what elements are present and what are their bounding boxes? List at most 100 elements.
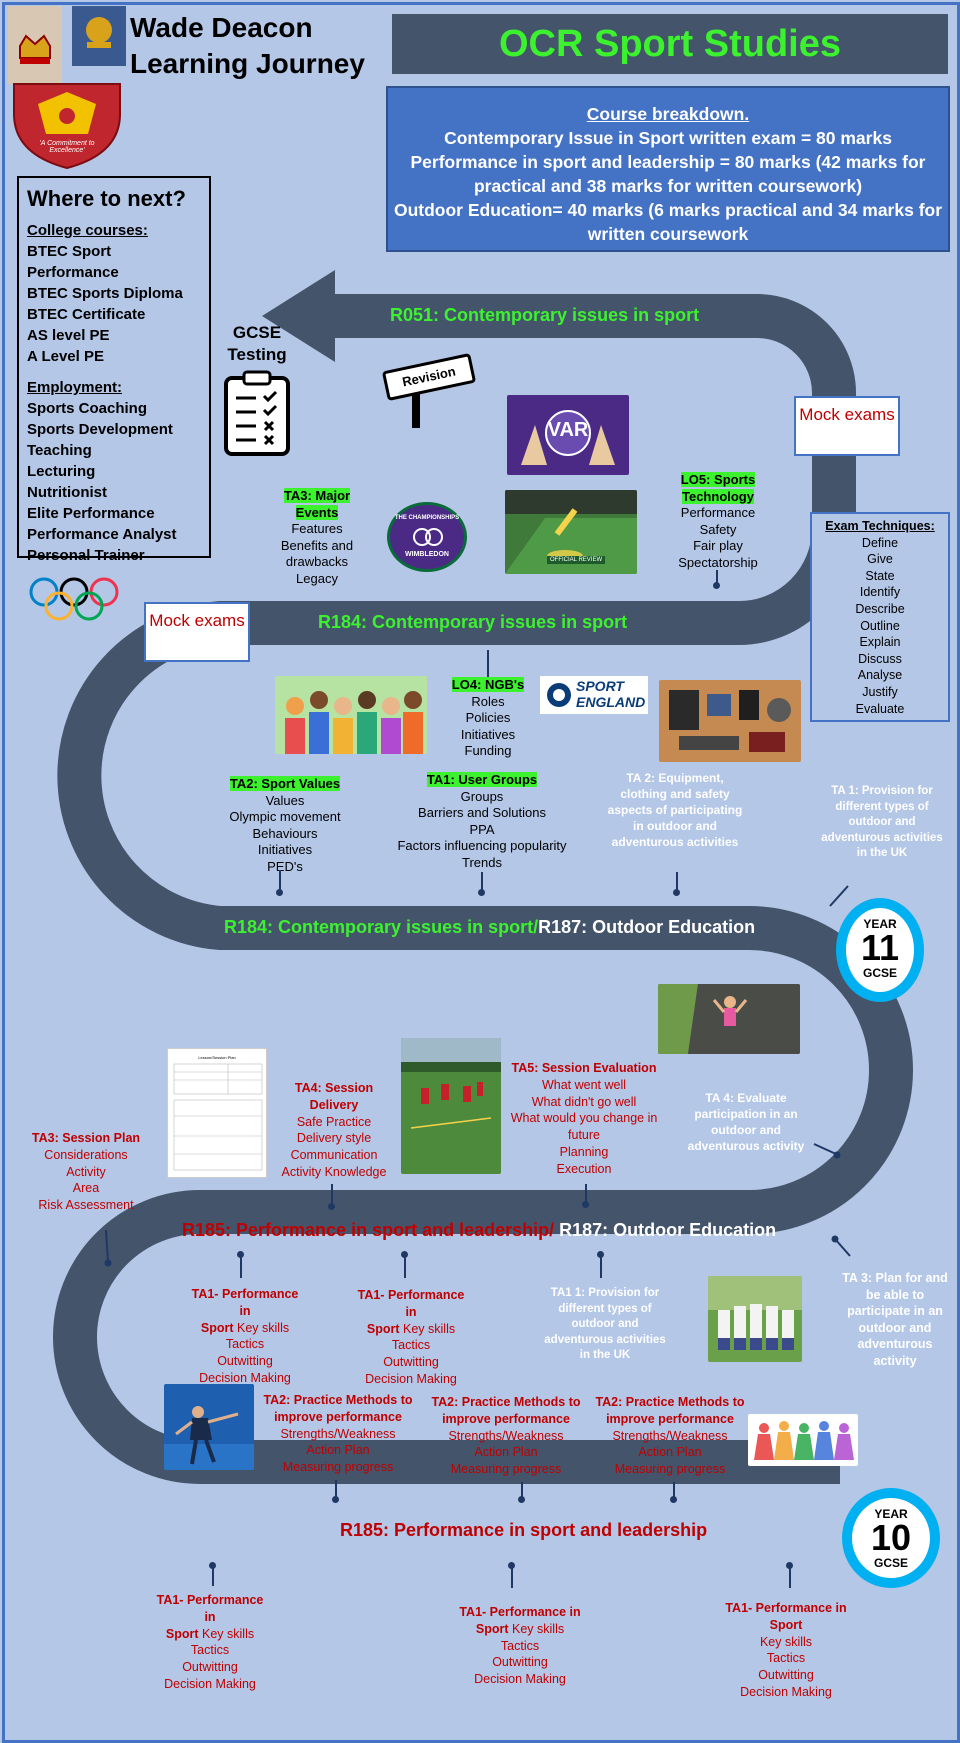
road-label-r185-bottom: R185: Performance in sport and leadershi… [340, 1520, 708, 1540]
employment-item: Nutritionist [27, 484, 107, 501]
ta1-perf-item: Outwitting [758, 1668, 814, 1683]
ta2-practice-item: Strengths/Weakness [612, 1428, 728, 1443]
college-item: A Level PE [27, 348, 104, 365]
ta2-values-item: PED's [267, 858, 303, 874]
ta3-session-item: Considerations [44, 1147, 128, 1162]
lo5-heading: LO5: Sports Technology [680, 472, 756, 504]
ta1-perf-heading-a: TA1- Performance in [156, 1593, 264, 1624]
marker-dot [670, 1496, 677, 1503]
ta2-practice-heading-a: TA2: Practice Methods to [431, 1395, 581, 1409]
marker-line [511, 1566, 513, 1588]
ta5-eval-item: What would you change in future [510, 1111, 658, 1143]
lo5-item: Fair play [693, 538, 743, 553]
ta2-practice-box-2: TA2: Practice Methods to improve perform… [426, 1394, 586, 1478]
ta1-perf-item: Decision Making [164, 1676, 256, 1691]
ta3-plan-text: TA 3: Plan for and be able to participat… [842, 1271, 948, 1368]
ta1-perf-item: Decision Making [474, 1672, 566, 1687]
wimbledon-top-text: THE CHAMPIONSHIPS [394, 515, 460, 521]
lo4-item: Initiatives [460, 726, 516, 742]
ta1-perf-item: Tactics [500, 1638, 540, 1653]
ta1-perf-item: Outwitting [182, 1660, 238, 1675]
course-breakdown-box: Course breakdown. Contemporary Issue in … [386, 86, 950, 252]
year-10-badge: YEAR 10 GCSE [842, 1488, 940, 1588]
course-breakdown-line3: Outdoor Education= 40 marks (6 marks pra… [393, 200, 943, 244]
ta3-session-plan: TA3: Session Plan Considerations Activit… [30, 1130, 142, 1214]
ta4-session-delivery: TA4: Session Delivery Safe Practice Deli… [272, 1080, 396, 1181]
exam-technique-item: Justify [862, 684, 898, 699]
ta3-major-item: Features [291, 521, 343, 536]
ta1-perf-heading-b: Sport [475, 1621, 509, 1636]
marker-line [240, 1256, 242, 1278]
revision-sign-post [412, 380, 420, 428]
employment-heading: Employment: [27, 379, 123, 396]
ta1-perf-item: Outwitting [383, 1355, 439, 1370]
marker-line [521, 1482, 523, 1502]
checklist-icon [224, 370, 290, 456]
climbing-image [658, 984, 800, 1054]
ta2-practice-item: Measuring progress [614, 1462, 726, 1477]
ta1-perf-item: Key skills [512, 1621, 565, 1636]
employment-item: Performance Analyst [27, 526, 177, 543]
ta1-perf-item: Decision Making [365, 1371, 457, 1386]
road-label-r184-top: R184: Contemporary issues in sport [318, 612, 628, 632]
sport-england-word1: SPORT [576, 678, 624, 694]
exam-techniques-box: Exam Techniques: Define Give State Ident… [810, 512, 950, 722]
ta2-practice-box-3: TA2: Practice Methods to improve perform… [590, 1394, 750, 1478]
road-label-r187-part: R187: Outdoor Education [538, 917, 756, 937]
connector-line [813, 1143, 841, 1159]
ta2-equipment-text: TA 2: Equipment, clothing and safety asp… [607, 771, 743, 849]
wimbledon-bottom-text: WIMBLEDON [405, 551, 449, 558]
marker-line [585, 1184, 587, 1204]
employment-item: Sports Coaching [27, 400, 148, 417]
lo5-item: Performance [680, 505, 756, 520]
ta2-practice-item: Action Plan [474, 1445, 538, 1460]
course-breakdown-line1: Contemporary Issue in Sport written exam… [444, 128, 892, 148]
ta3-major-item: Legacy [296, 570, 338, 586]
ta1-perf-heading-a: TA1- Performance in [725, 1601, 847, 1615]
road-arrow-head [262, 270, 335, 362]
ta1-perf-heading-b: Sport [165, 1626, 199, 1641]
ta4-delivery-item: Communication [290, 1148, 378, 1163]
ta1-provision-text-2: TA1 1: Provision for different types of … [544, 1287, 666, 1361]
ta1-perf-item: Key skills [759, 1634, 813, 1649]
ta2-values-heading: TA2: Sport Values [229, 776, 341, 791]
school-name-line1: Wade Deacon [130, 12, 313, 43]
ta1-perf-item: Key skills [403, 1321, 456, 1336]
sport-england-logo: SPORT ENGLAND [540, 676, 648, 714]
marker-dot [401, 1251, 408, 1258]
lo4-item: Roles [471, 693, 505, 709]
ta1-perf-heading-a: TA1- Performance in [357, 1288, 465, 1319]
ta3-major-heading: TA3: Major Events [283, 488, 351, 520]
ta3-session-item: Activity [66, 1164, 106, 1179]
employment-item: Sports Development [27, 421, 173, 438]
ta2-values-item: Values [265, 792, 305, 808]
marker-dot [328, 1203, 335, 1210]
ta1-perf-item: Decision Making [199, 1370, 291, 1385]
employment-item: Teaching [27, 442, 92, 459]
marker-line [481, 872, 483, 892]
marker-dot [237, 1251, 244, 1258]
wimbledon-logo: THE CHAMPIONSHIPS WIMBLEDON [387, 502, 467, 572]
var-text: VAR [547, 419, 589, 441]
exam-techniques-heading: Exam Techniques: [825, 519, 935, 533]
ta3-major-events: TA3: Major Events Features Benefits and … [262, 488, 372, 587]
course-breakdown-heading: Course breakdown. [586, 104, 750, 124]
connector-line [831, 1235, 851, 1257]
ta1-perf-item: Tactics [190, 1643, 230, 1658]
ta3-session-heading: TA3: Session Plan [31, 1131, 141, 1145]
session-plan-doc-title: Lesson/Session Plan [198, 1055, 236, 1060]
exam-technique-item: Evaluate [855, 701, 905, 716]
ta1-perf-item: Outwitting [217, 1354, 273, 1369]
people-group-image [275, 676, 427, 754]
exam-technique-item: Outline [860, 618, 900, 633]
team-huddle-image [708, 1276, 802, 1362]
marker-line [676, 872, 678, 892]
ta5-eval-heading: TA5: Session Evaluation [511, 1061, 657, 1075]
ta2-practice-heading-a: TA2: Practice Methods to [263, 1393, 413, 1407]
marker-dot [786, 1562, 793, 1569]
exam-technique-item: Identify [859, 585, 901, 600]
marker-dot [276, 889, 283, 896]
ta2-sport-values: TA2: Sport Values Values Olympic movemen… [218, 776, 352, 875]
ta1-perf-item: Tactics [766, 1651, 806, 1666]
